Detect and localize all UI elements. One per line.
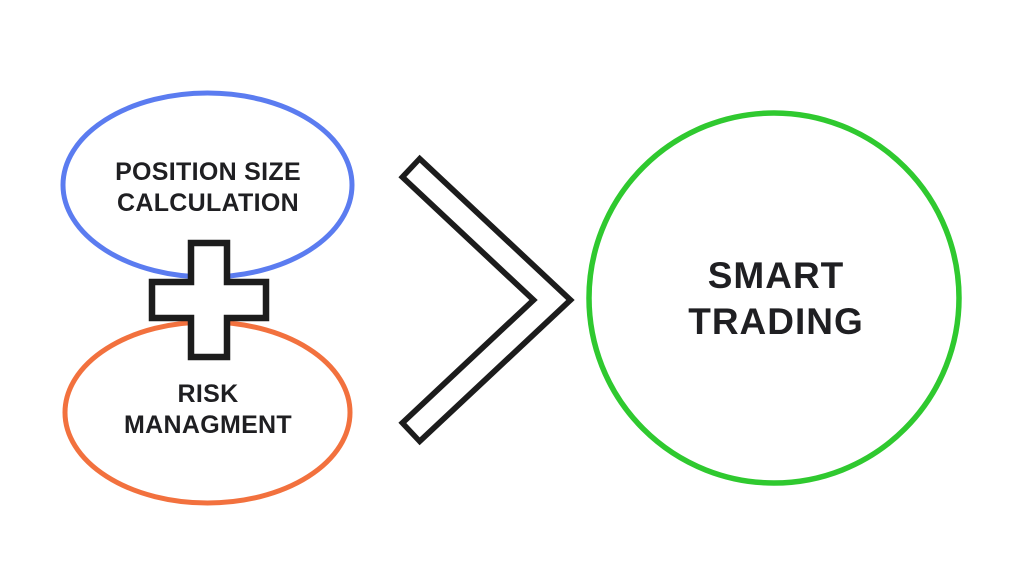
risk-managment-label: RISK MANAGMENT [124, 379, 292, 441]
position-size-label: POSITION SIZE CALCULATION [115, 157, 301, 219]
position-size-label-line1: POSITION SIZE [115, 158, 301, 186]
position-size-label-line2: CALCULATION [117, 189, 299, 217]
smart-trading-label-line2: TRADING [688, 301, 864, 342]
plus-icon [148, 239, 270, 361]
smart-trading-label-line1: SMART [707, 255, 845, 296]
risk-managment-label-line2: MANAGMENT [124, 411, 292, 439]
risk-managment-label-line1: RISK [177, 380, 239, 408]
chevron-right-icon [398, 154, 575, 446]
smart-trading-circle [586, 110, 962, 486]
smart-trading-label: SMART TRADING [688, 253, 864, 345]
